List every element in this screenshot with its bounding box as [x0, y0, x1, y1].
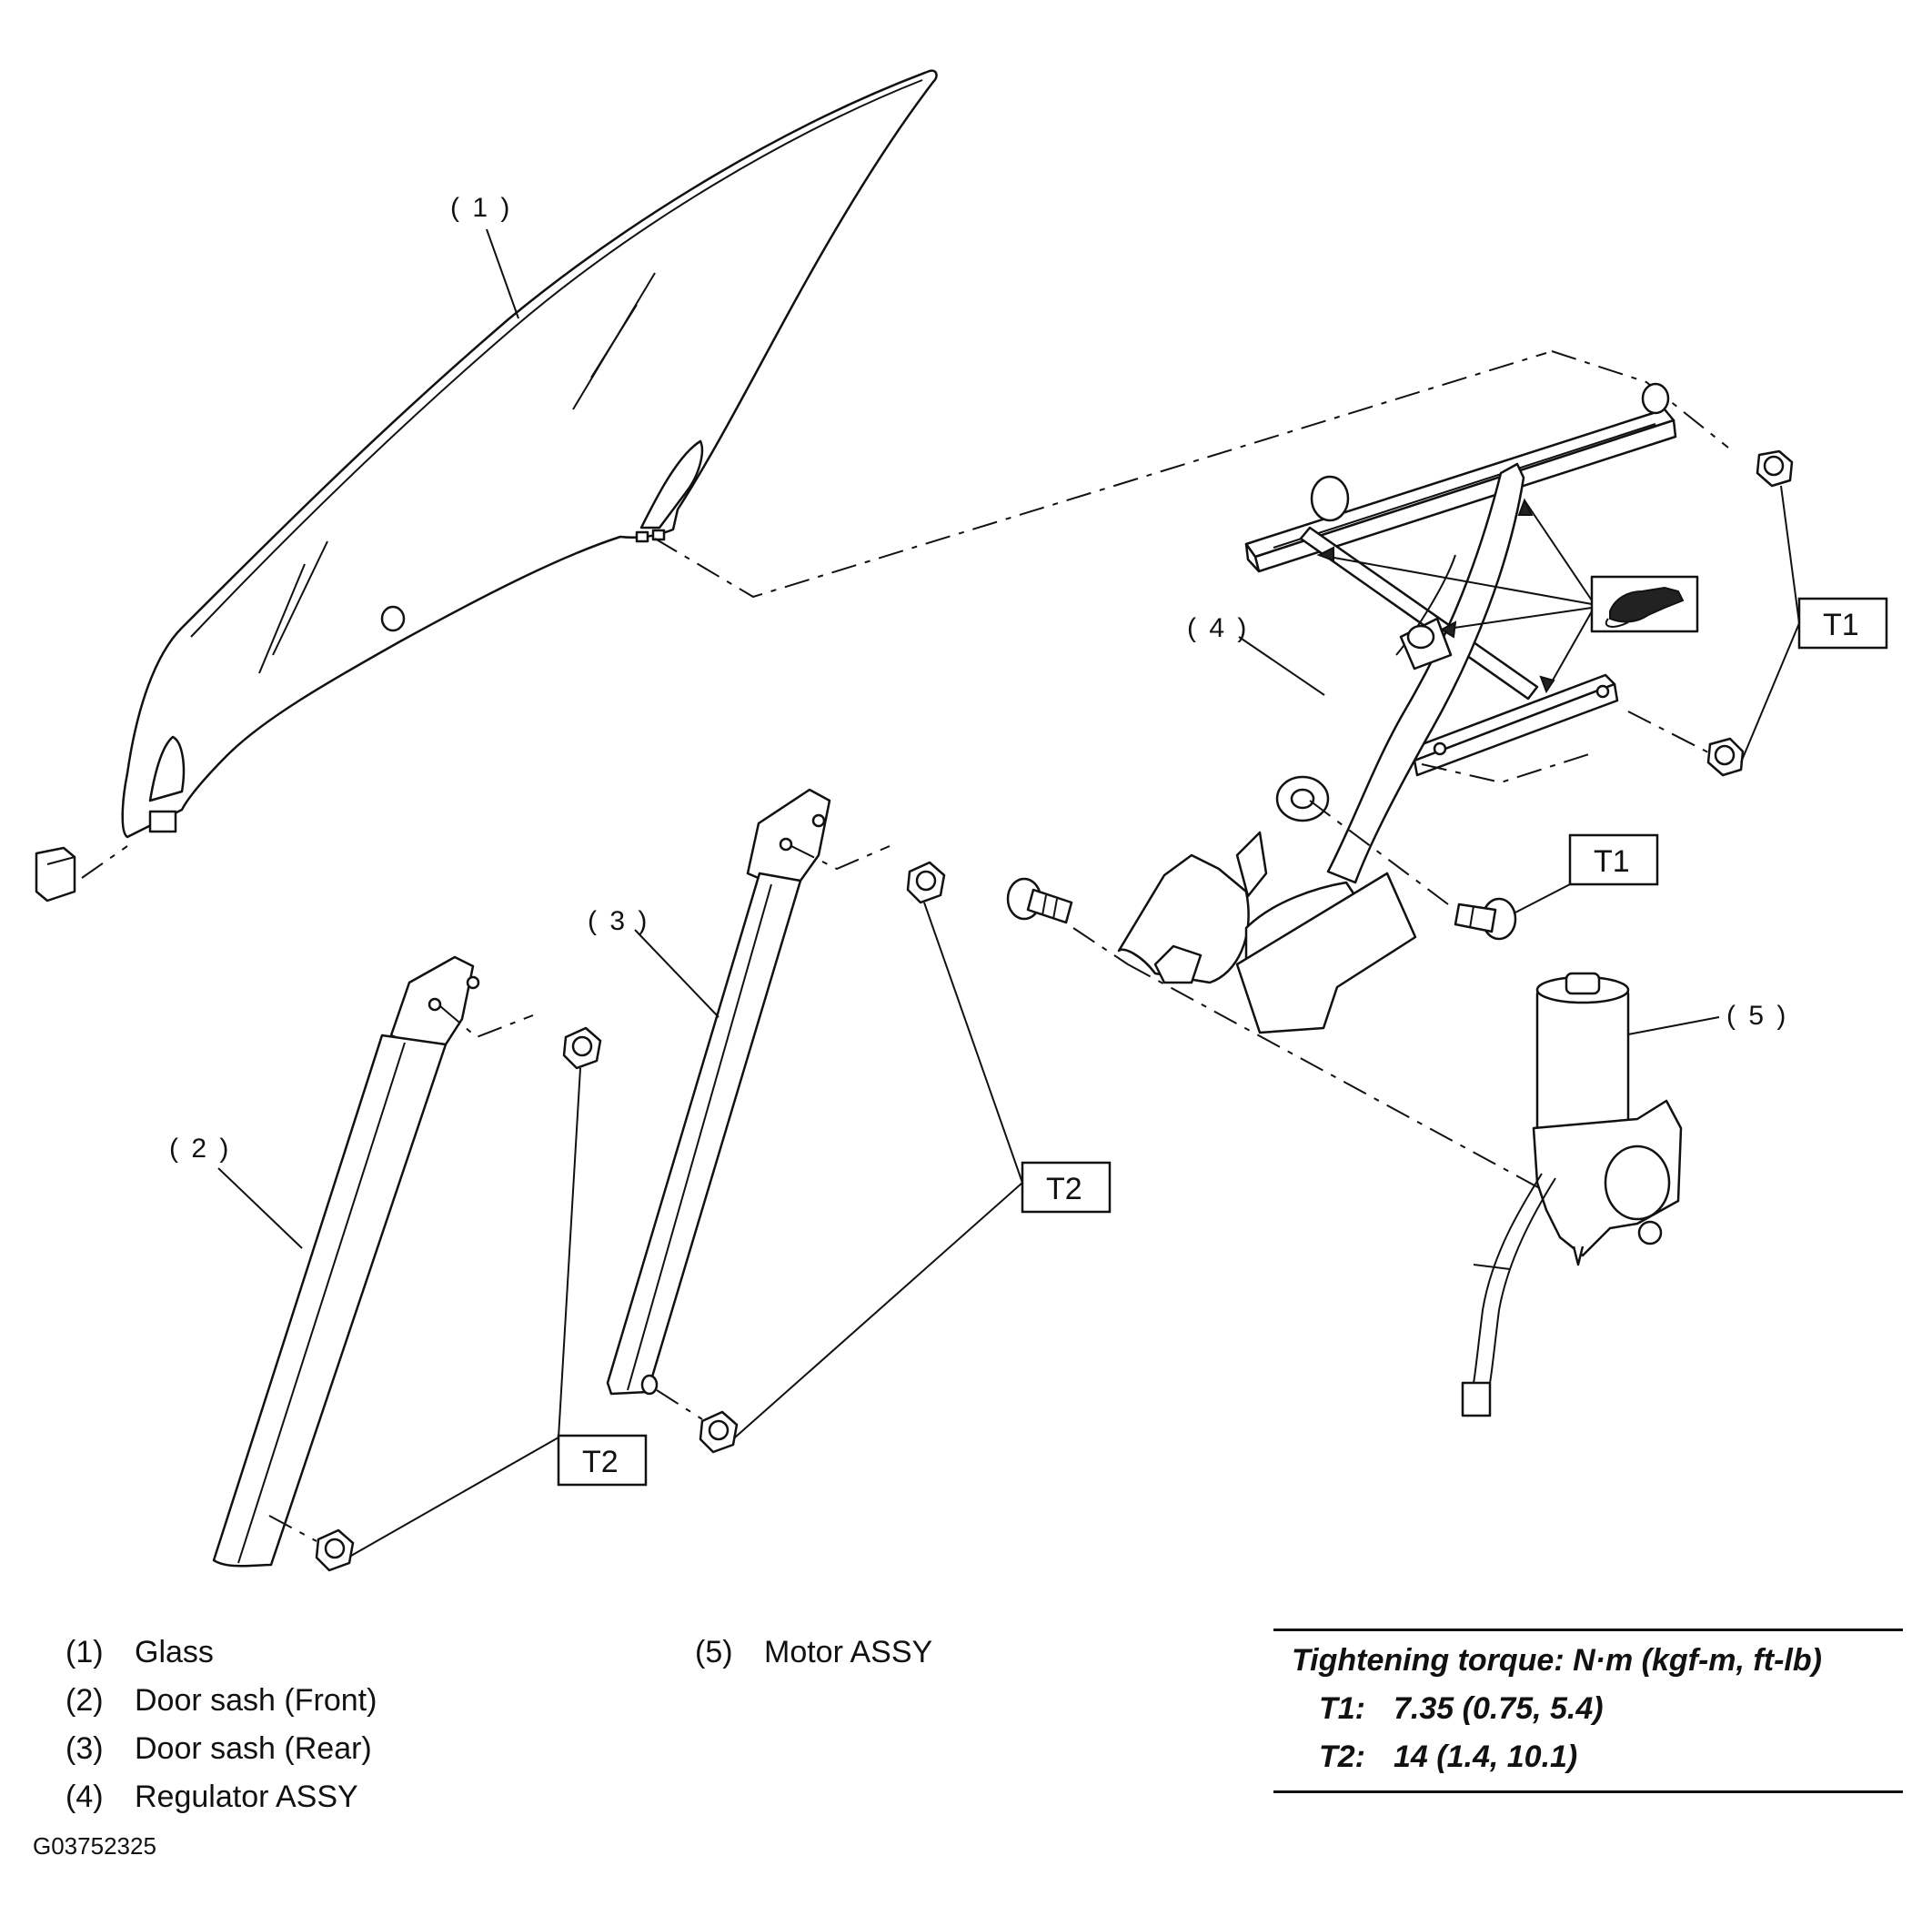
door-sash-rear-part [606, 788, 831, 1396]
motor-assy-part [1461, 972, 1683, 1417]
parts-legend-right: (5) Motor ASSY [695, 1629, 932, 1677]
legend-item-door-sash-front: (2) Door sash (Front) [65, 1683, 377, 1718]
torque-table: Tightening torque: N·m (kgf-m, ft-lb) T1… [1273, 1629, 1903, 1793]
sash-rear-nut-bottom [699, 1410, 739, 1454]
grease-hand-icon [1590, 575, 1699, 633]
regulator-assy-part [1117, 382, 1677, 1034]
torque-row-t2: T2: 14 (1.4, 10.1) [1319, 1740, 1578, 1774]
svg-text:T2: T2 [582, 1445, 619, 1479]
door-sash-front-part [212, 955, 480, 1568]
regulator-bolt-left [1006, 877, 1073, 924]
legend-item-motor: (5) Motor ASSY [695, 1635, 933, 1669]
torque-tag-t1-lower: T1 [1568, 833, 1659, 886]
legend-item-glass: (1) Glass [65, 1635, 214, 1669]
svg-text:T2: T2 [1046, 1172, 1082, 1206]
svg-text:T1: T1 [1594, 844, 1630, 879]
regulator-nut-upper [1756, 449, 1794, 488]
sash-rear-nut-top [906, 861, 946, 904]
callout-door-sash-rear: ( 3 ) [588, 906, 649, 936]
regulator-bolt-right [1454, 897, 1517, 941]
torque-heading: Tightening torque: N·m (kgf-m, ft-lb) [1292, 1643, 1822, 1678]
callout-motor: ( 5 ) [1726, 1001, 1788, 1031]
glass-part [35, 69, 938, 903]
torque-tag-t2-front: T2 [557, 1434, 648, 1487]
regulator-nut-lower [1706, 737, 1745, 777]
callout-regulator: ( 4 ) [1187, 613, 1249, 643]
legend-item-regulator: (4) Regulator ASSY [65, 1780, 358, 1814]
svg-text:T1: T1 [1823, 608, 1859, 642]
sash-front-nut-bottom [315, 1528, 355, 1572]
parts-legend-left: (1) Glass (2) Door sash (Front) (3) Door… [65, 1629, 377, 1821]
legend-item-door-sash-rear: (3) Door sash (Rear) [65, 1731, 372, 1766]
callout-glass: ( 1 ) [450, 193, 512, 223]
sash-front-nut-top [562, 1026, 602, 1070]
callout-door-sash-front: ( 2 ) [169, 1134, 231, 1164]
torque-tag-t2-rear: T2 [1021, 1161, 1112, 1214]
torque-tag-t1-upper: T1 [1797, 597, 1888, 650]
figure-id: G03752325 [33, 1832, 156, 1860]
torque-row-t1: T1: 7.35 (0.75, 5.4) [1319, 1691, 1604, 1726]
